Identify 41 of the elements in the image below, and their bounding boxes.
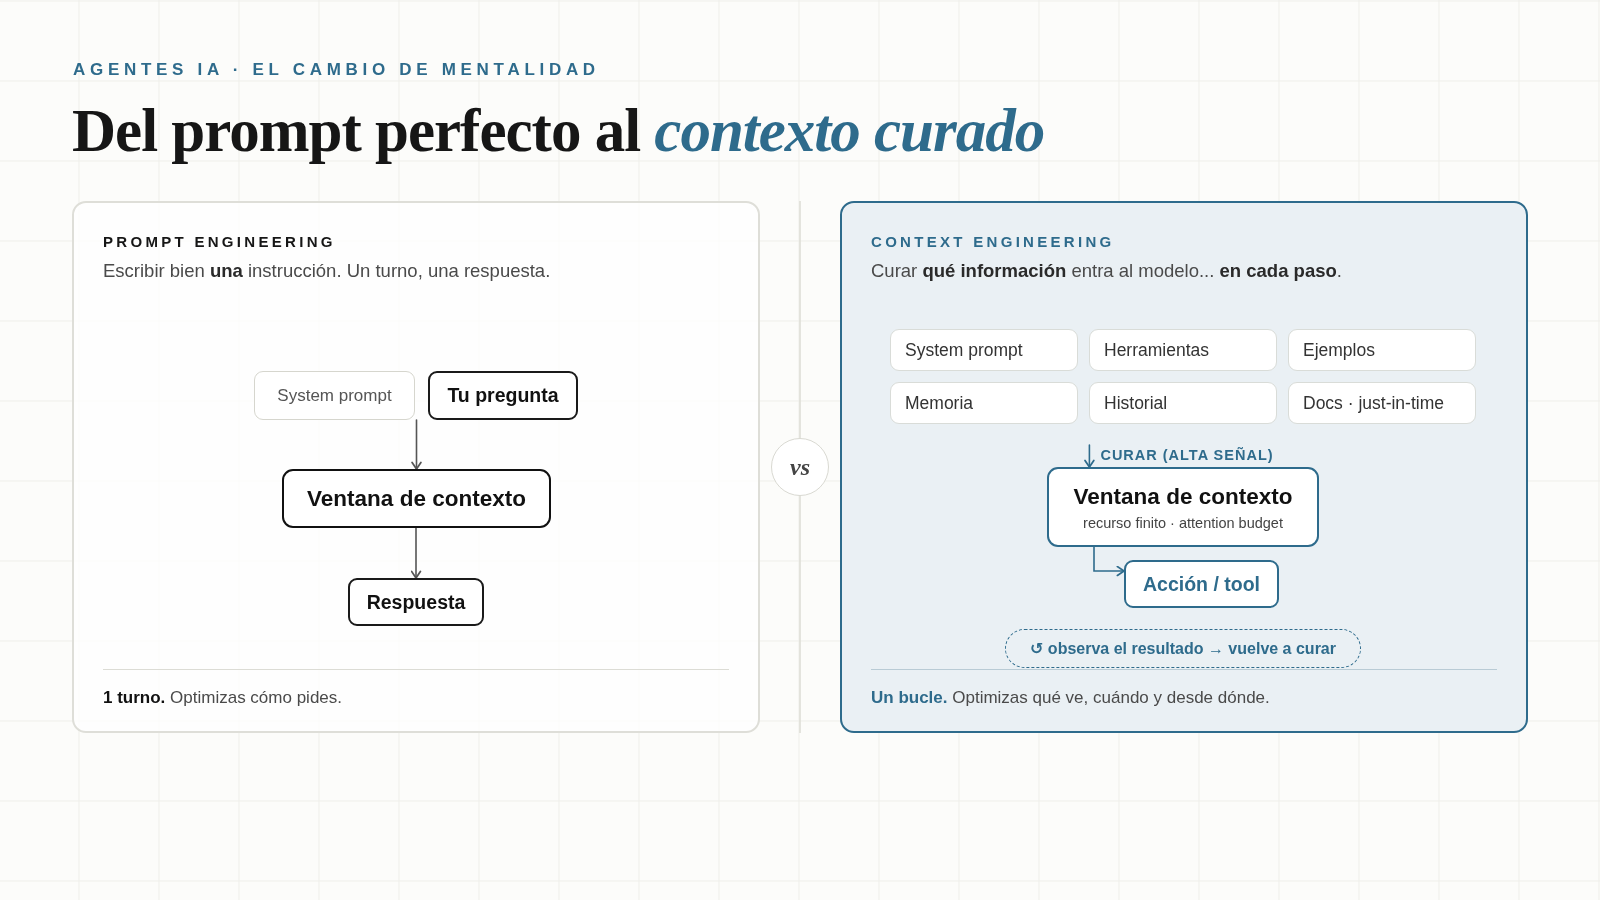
panel-heading: PROMPT ENGINEERING [103,233,336,250]
context-item-box [1089,329,1277,371]
node-label: Historial [1104,392,1168,414]
node-label: ↺ observa el resultado → vuelve a curar [1030,639,1336,658]
page-title: Del prompt perfecto al contexto curado [72,97,1045,165]
node-label: vs [790,453,810,481]
node-label: Herramientas [1104,339,1210,361]
comparison-panel [840,201,1528,733]
node-label: Ventana de contexto [1073,483,1293,510]
comparison-panel [72,201,760,733]
output-box [348,578,484,626]
panel-description: Curar qué información entra al modelo... en cada paso. [871,260,1342,282]
context-item-box [1288,329,1476,371]
node-label: Tu pregunta [447,384,559,407]
input-box [428,371,578,420]
context-item-box [890,329,1078,371]
arrow [411,419,422,470]
node-label: Docs · just-in-time [1303,392,1444,414]
input-box [254,371,415,420]
context-window-box [282,469,551,528]
node-label: Ventana de contexto [307,485,526,512]
node-label: Respuesta [366,590,466,614]
context-item-box [1288,382,1476,424]
node-label: Memoria [905,392,974,414]
node-label: System prompt [905,339,1023,361]
arrow [410,527,422,579]
node-label: Ejemplos [1303,339,1375,361]
action-box [1124,560,1279,608]
arrow [1093,546,1125,577]
panel-heading: CONTEXT ENGINEERING [871,233,1115,250]
panel-footer: 1 turno. Optimizas cómo pides. [103,688,343,708]
panel-footer: Un bucle. Optimizas qué ve, cuándo y desde dónde. [871,688,1270,708]
context-window-box [1047,467,1319,547]
node-label: System prompt [277,385,392,406]
node-subtitle: recurso finito · attention budget [1083,514,1283,531]
arrow [1084,444,1095,468]
context-item-box [1089,382,1277,424]
panel-description: Escribir bien una instrucción. Un turno, una respuesta. [103,260,551,282]
context-item-box [890,382,1078,424]
kicker-text: AGENTES IA · EL CAMBIO DE MENTALIDAD [73,60,600,80]
node-label: Acción / tool [1143,572,1260,596]
